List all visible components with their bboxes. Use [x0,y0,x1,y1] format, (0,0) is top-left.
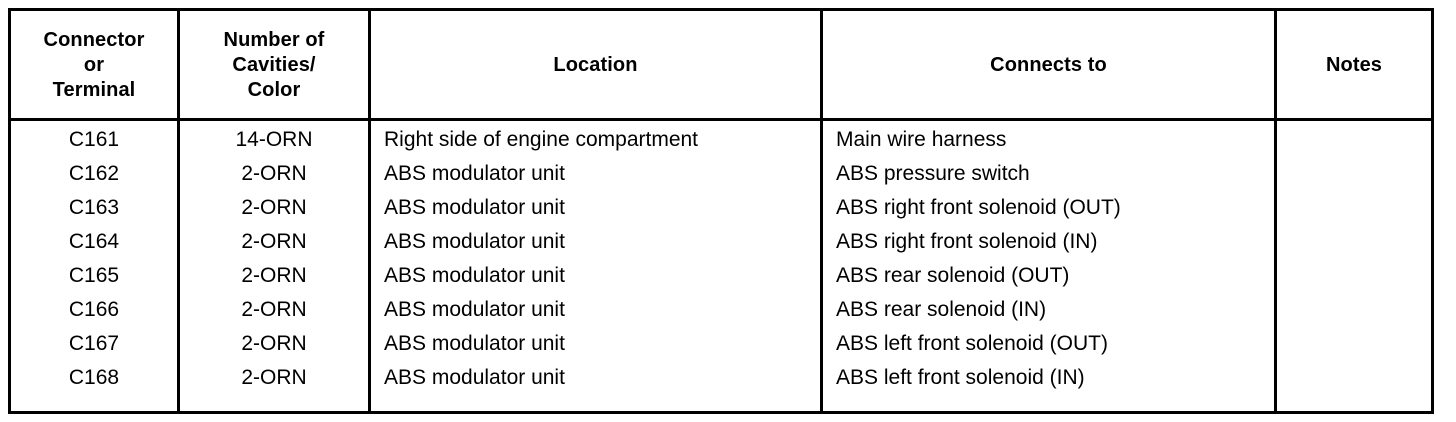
column-header-connector-line-2: or [83,54,105,76]
column-header-cavities-line-3: Color [247,79,301,101]
column-body-location: Right side of engine compartment ABS mod… [371,123,833,411]
cell-connects-to: ABS rear solenoid (IN) [836,298,1047,321]
column-header-location-label: Location [553,54,638,76]
cell-connector: C168 [68,366,120,389]
cell-connector: C163 [68,196,120,219]
column-header-connector: Connector or Terminal [11,11,177,120]
cell-cavities: 2-ORN [241,264,307,287]
cell-connector: C166 [68,298,120,321]
column-body-connects-to: Main wire harness ABS pressure switch AB… [823,123,1287,411]
column-body-notes [1277,123,1444,411]
cell-notes [1290,327,1444,361]
cell-connects-to: Main wire harness [836,128,1007,151]
cell-notes [1290,191,1444,225]
cell-notes [1290,157,1444,191]
cell-location: Right side of engine compartment [384,128,699,151]
cell-cavities: 2-ORN [241,366,307,389]
cell-location: ABS modulator unit [384,264,565,287]
cell-location: ABS modulator unit [384,196,565,219]
cell-cavities: 2-ORN [241,332,307,355]
column-header-connects-to: Connects to [823,11,1274,120]
column-header-connector-line-3: Terminal [52,79,136,101]
column-header-notes-label: Notes [1325,54,1383,76]
cell-notes [1290,361,1444,395]
column-header-cavities-line-2: Cavities/ [232,54,316,76]
column-header-cavities-line-1: Number of [223,29,325,51]
cell-connector: C162 [68,162,120,185]
cell-location: ABS modulator unit [384,162,565,185]
cell-notes [1290,225,1444,259]
cell-connects-to: ABS left front solenoid (OUT) [836,332,1108,355]
cell-cavities: 2-ORN [241,196,307,219]
cell-cavities: 2-ORN [241,230,307,253]
column-body-cavities-color: 14-ORN 2-ORN 2-ORN 2-ORN 2-ORN 2-ORN 2-O… [180,123,368,411]
cell-location: ABS modulator unit [384,332,565,355]
cell-connector: C161 [68,128,120,151]
cell-location: ABS modulator unit [384,366,565,389]
column-header-location: Location [371,11,820,120]
cell-location: ABS modulator unit [384,298,565,321]
cell-cavities: 2-ORN [241,298,307,321]
cell-connects-to: ABS rear solenoid (OUT) [836,264,1070,287]
column-body-connector: C161 C162 C163 C164 C165 C166 C167 C168 [11,123,177,411]
cell-connects-to: ABS right front solenoid (OUT) [836,196,1121,219]
column-header-connects-to-label: Connects to [990,54,1107,76]
cell-cavities: 14-ORN [235,128,313,151]
cell-cavities: 2-ORN [241,162,307,185]
column-header-connector-line-1: Connector [43,29,145,51]
cell-notes [1290,293,1444,327]
cell-notes [1290,259,1444,293]
cell-connector: C164 [68,230,120,253]
column-header-notes: Notes [1277,11,1431,120]
cell-connector: C167 [68,332,120,355]
cell-connects-to: ABS right front solenoid (IN) [836,230,1098,253]
cell-connector: C165 [68,264,120,287]
cell-connects-to: ABS pressure switch [836,162,1030,185]
column-header-cavities-color: Number of Cavities/ Color [180,11,368,120]
cell-location: ABS modulator unit [384,230,565,253]
cell-notes [1290,123,1444,157]
cell-connects-to: ABS left front solenoid (IN) [836,366,1085,389]
